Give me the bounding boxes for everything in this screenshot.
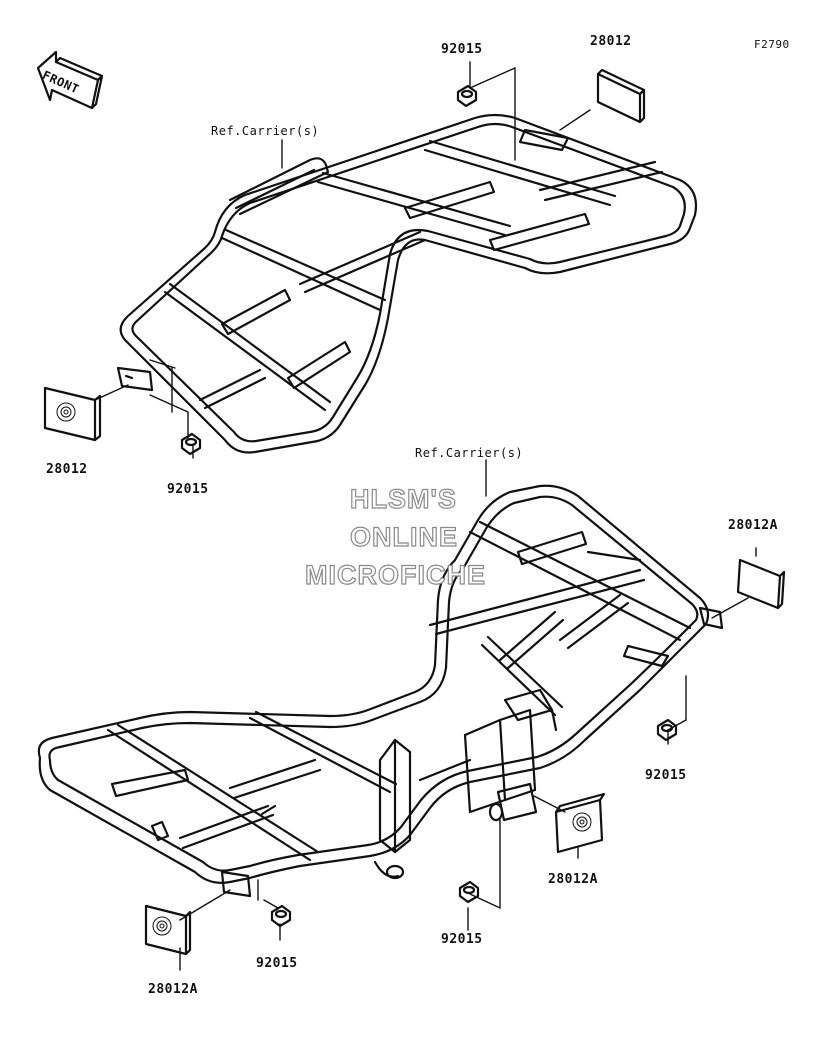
part-label-upper-reflector-left: 28012 (46, 462, 88, 477)
lower-left-nut-icon (270, 904, 292, 928)
part-label-lower-ref-carrier: Ref.Carrier(s) (415, 446, 524, 460)
lower-center-reflector-pattern (572, 812, 592, 832)
part-label-upper-nut: 92015 (441, 42, 483, 57)
upper-carrier-frame (116, 113, 698, 454)
part-label-lower-reflector-right: 28012A (728, 518, 778, 533)
lower-left-reflector-pattern (152, 916, 172, 936)
upper-right-reflector-icon (596, 68, 646, 124)
upper-left-nut-icon (180, 432, 202, 456)
part-label-lower-nut-left: 92015 (256, 956, 298, 971)
watermark-line-1: HLSM'S (349, 483, 457, 514)
lower-center-reflector-icon (554, 792, 606, 854)
lower-carrier-frame (37, 484, 724, 898)
watermark-line-2: ONLINE (349, 521, 459, 552)
upper-nut-icon (456, 84, 478, 108)
upper-left-reflector-icon (43, 386, 102, 442)
part-label-lower-nut-center: 92015 (441, 932, 483, 947)
watermark-line-3: MICROFICHE (304, 559, 486, 590)
part-label-lower-reflector-center: 28012A (548, 872, 598, 887)
lower-left-reflector-icon (144, 904, 192, 956)
part-label-lower-reflector-left: 28012A (148, 982, 198, 997)
front-arrow-icon (36, 50, 104, 110)
part-label-upper-reflector-right: 28012 (590, 34, 632, 49)
lower-leader-lines (179, 459, 757, 971)
part-label-lower-nut-right: 92015 (645, 768, 687, 783)
part-label-upper-ref-carrier: Ref.Carrier(s) (211, 124, 320, 138)
lower-right-nut-icon (656, 718, 678, 742)
upper-left-reflector-pattern (56, 402, 76, 422)
lower-center-nut-icon (458, 880, 480, 904)
part-label-upper-nut-left: 92015 (167, 482, 209, 497)
lower-right-reflector-icon (736, 558, 786, 610)
upper-leader-lines (94, 61, 591, 459)
figure-code: F2790 (754, 38, 790, 51)
